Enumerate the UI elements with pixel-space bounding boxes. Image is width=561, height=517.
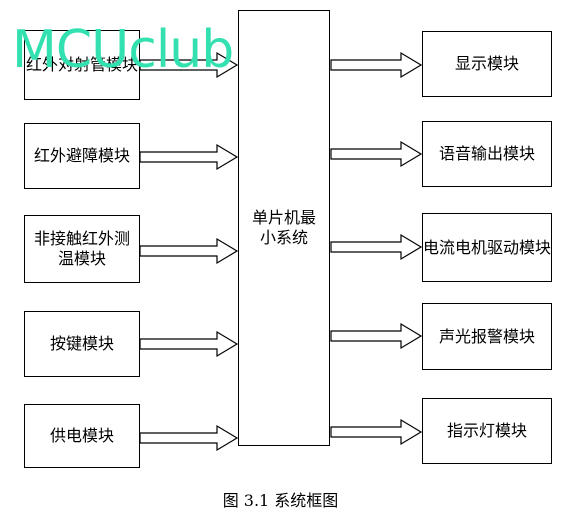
module-motor-driver-label: 电流电机驱动模块: [423, 237, 552, 257]
module-ir-avoid: 红外避障模块: [24, 123, 140, 189]
module-voice-label: 语音输出模块: [438, 144, 535, 163]
arrow-voice: [330, 140, 423, 168]
arrow-display: [330, 51, 423, 79]
module-ir-temp-label: 非接触红外测温模块: [33, 229, 130, 268]
figure-caption: 图 3.1 系统框图: [0, 487, 561, 511]
arrow-motor: [330, 233, 423, 261]
module-ir-beam: 红外对射管模块: [24, 30, 140, 100]
module-ir-temp: 非接触红外测温模块: [24, 215, 140, 283]
module-power-label: 供电模块: [49, 426, 114, 445]
mcu-minimum-system: 单片机最小系统: [238, 10, 330, 446]
arrow-alarm: [330, 322, 423, 350]
module-keys-label: 按键模块: [49, 334, 114, 353]
module-display-label: 显示模块: [454, 54, 519, 73]
mcu-label-text: 单片机最小系统: [252, 208, 317, 247]
module-alarm-label: 声光报警模块: [438, 326, 535, 346]
figure-caption-text: 图 3.1 系统框图: [222, 491, 339, 510]
arrow-ir-avoid: [139, 143, 239, 171]
arrow-keys: [139, 330, 239, 358]
module-ir-beam-label: 红外对射管模块: [25, 55, 138, 74]
arrow-ir-beam: [139, 51, 239, 79]
module-power: 供电模块: [24, 404, 140, 468]
arrow-power: [139, 424, 239, 452]
module-motor-driver: 电流电机驱动模块: [422, 213, 552, 282]
module-indicator: 指示灯模块: [422, 398, 552, 464]
arrow-ir-temp: [139, 237, 239, 265]
mcu-label: 单片机最小系统: [252, 208, 316, 248]
module-voice: 语音输出模块: [422, 121, 552, 187]
arrow-indicator: [330, 418, 423, 446]
watermark-logo: MCUclub: [12, 20, 234, 80]
module-indicator-label: 指示灯模块: [446, 421, 527, 440]
module-ir-avoid-label: 红外避障模块: [33, 146, 130, 165]
module-display: 显示模块: [422, 31, 552, 97]
module-alarm: 声光报警模块: [422, 303, 552, 370]
watermark-text: MCUclub: [12, 20, 234, 80]
module-keys: 按键模块: [24, 311, 140, 377]
